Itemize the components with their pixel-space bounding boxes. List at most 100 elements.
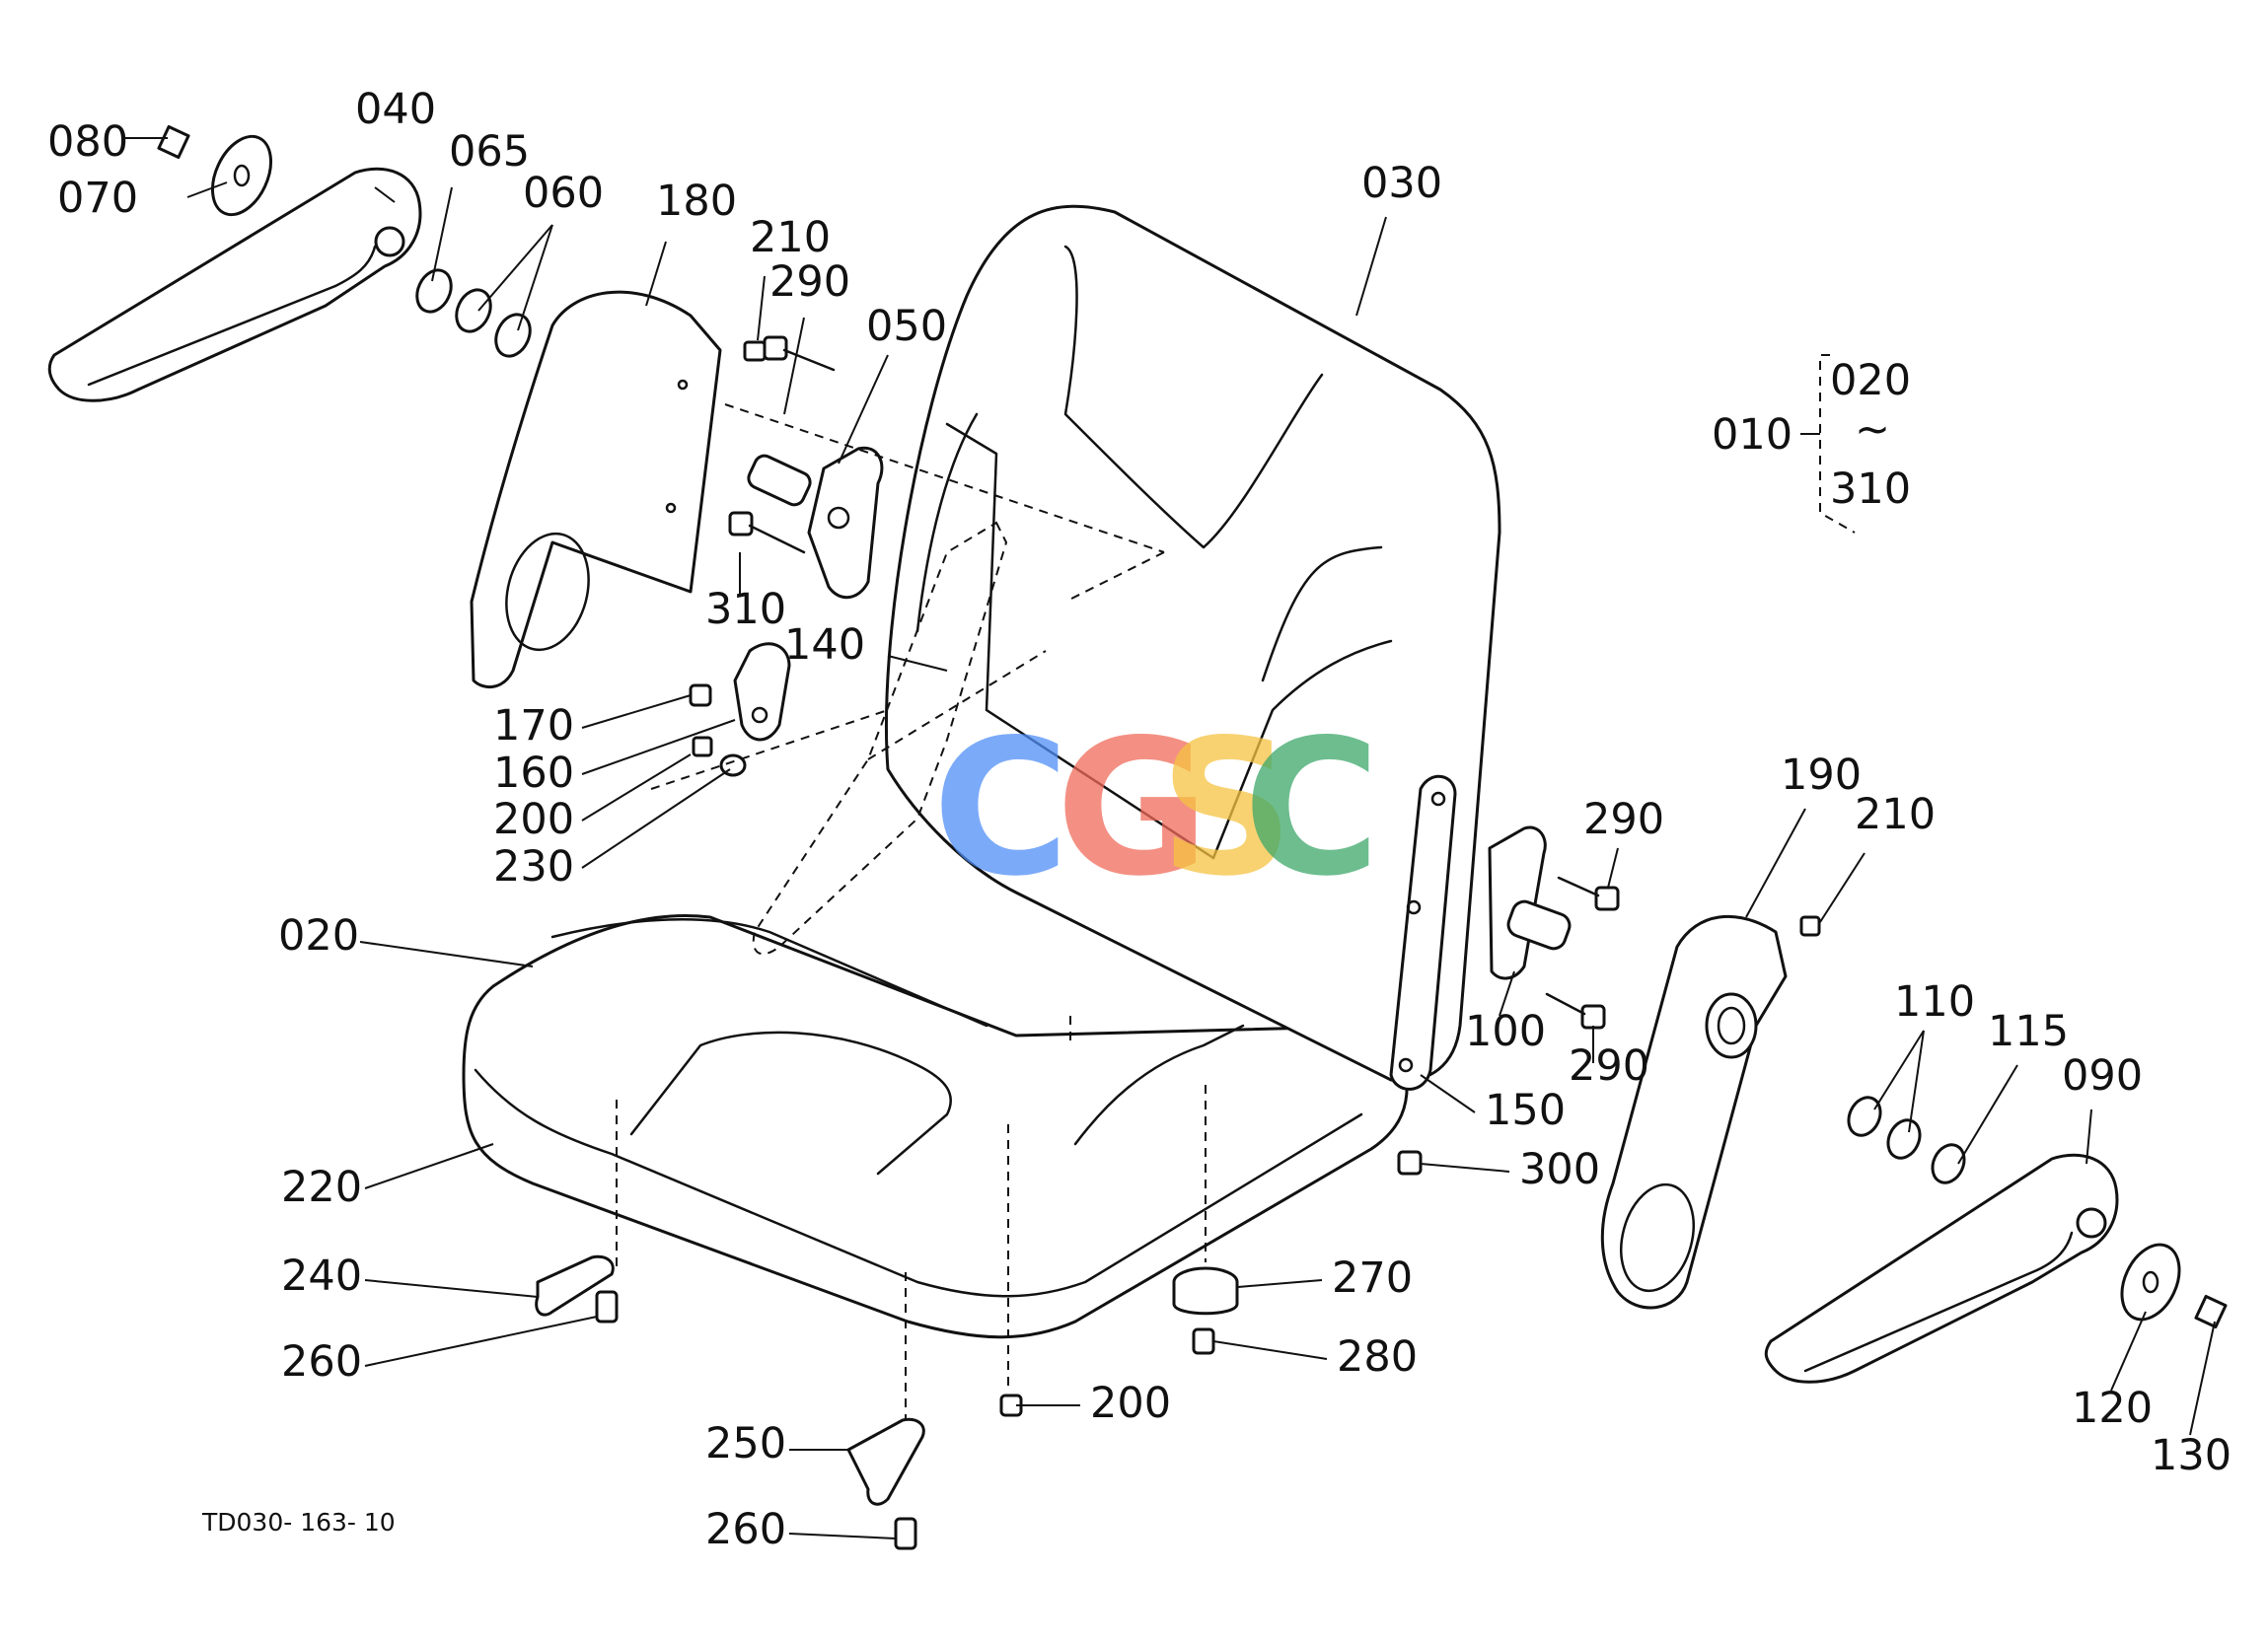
leader-line-115 [1957, 1064, 2018, 1165]
part-label-310: 310 [705, 585, 786, 634]
leader-line-040 [374, 186, 396, 203]
part-label-120: 120 [2072, 1384, 2153, 1433]
seat-back [884, 204, 1501, 1083]
part-label-040: 040 [355, 85, 436, 134]
leader-line-170 [581, 694, 692, 729]
leader-line-120 [2110, 1311, 2147, 1392]
part-label-090: 090 [2062, 1051, 2143, 1101]
part-label-290: 290 [769, 257, 850, 307]
part-label-140: 140 [784, 620, 865, 670]
part-label-170: 170 [493, 701, 574, 751]
part-label-280: 280 [1337, 1332, 1418, 1382]
leader-line-260 [364, 1316, 598, 1367]
leader-line-290 [783, 317, 805, 415]
part-label-210: 210 [750, 213, 831, 262]
leader-line-210 [1819, 852, 1866, 923]
leader-line-090 [2085, 1109, 2092, 1165]
leader-line-065 [431, 186, 453, 282]
leader-line-110 [1873, 1030, 1925, 1110]
leader-line-070 [186, 181, 228, 198]
hidden-lines-back [650, 403, 1165, 790]
leader-line-030 [1355, 216, 1387, 317]
part-label-110: 110 [1894, 977, 1975, 1027]
part-label-210: 210 [1855, 790, 1936, 839]
part-label-190: 190 [1781, 751, 1862, 800]
right-washers [1847, 1096, 1966, 1184]
part-label-220: 220 [281, 1163, 362, 1212]
lever-160 [692, 642, 791, 777]
leader-line-200 [581, 753, 692, 822]
watermark-letter-3: S [1159, 699, 1294, 917]
part-label-200: 200 [1090, 1379, 1171, 1428]
watermark-letter-1: C [932, 699, 1069, 917]
part-label-260: 260 [281, 1337, 362, 1387]
leader-line-130 [2189, 1321, 2216, 1436]
leader-line-260 [788, 1533, 897, 1539]
part-label-180: 180 [656, 177, 737, 226]
part-label-115: 115 [1988, 1007, 2069, 1056]
left-bracket [470, 290, 722, 689]
left-hardware [157, 124, 532, 358]
leader-line-280 [1212, 1340, 1328, 1360]
range-to-label: 310 [1830, 465, 1911, 514]
leader-line-020 [359, 941, 534, 967]
seat-cushion [462, 913, 1409, 1339]
part-label-290: 290 [1569, 1041, 1649, 1091]
leader-line-230 [581, 768, 731, 869]
part-label-300: 300 [1519, 1145, 1600, 1194]
right-armrest [1764, 1153, 2228, 1384]
left-armrest [47, 167, 422, 402]
pivot-plate-right [1488, 825, 1572, 980]
leader-line-240 [364, 1279, 539, 1298]
mount-bracket-250 [846, 1417, 925, 1550]
watermark-letter-4: C [1243, 699, 1380, 917]
leader-line-220 [364, 1143, 494, 1189]
rubber-mount-270 [999, 1266, 1239, 1417]
part-label-030: 030 [1361, 159, 1442, 208]
mount-bracket-240 [535, 1254, 619, 1324]
part-label-060: 060 [523, 169, 604, 218]
right-bolts [1397, 876, 1821, 1176]
part-label-080: 080 [47, 117, 128, 167]
part-label-230: 230 [493, 842, 574, 892]
part-label-240: 240 [281, 1252, 362, 1301]
leader-line-190 [1745, 808, 1806, 918]
part-label-200: 200 [493, 795, 574, 844]
part-label-160: 160 [493, 749, 574, 798]
leader-line-150 [1420, 1074, 1476, 1113]
hidden-lines-base [616, 1016, 1207, 1420]
part-label-100: 100 [1465, 1007, 1546, 1056]
leader-line-100 [1499, 970, 1515, 1017]
left-bolts [689, 335, 836, 707]
leader-line-210 [757, 275, 766, 341]
part-label-065: 065 [449, 127, 530, 177]
leader-line-300 [1420, 1163, 1510, 1173]
leader-line-050 [838, 354, 889, 465]
leader-line-140 [887, 655, 948, 672]
part-label-250: 250 [705, 1419, 786, 1468]
part-label-020: 020 [278, 911, 359, 961]
watermark: C G S C [932, 699, 1380, 917]
part-label-150: 150 [1485, 1086, 1566, 1135]
linkage-140 [752, 521, 1008, 956]
range-parent-label: 010 [1712, 410, 1792, 460]
part-label-290: 290 [1583, 795, 1664, 844]
leader-line-270 [1237, 1279, 1323, 1288]
leader-line-180 [645, 241, 667, 307]
right-bracket [1600, 914, 1788, 1310]
leader-line-110 [1908, 1030, 1925, 1133]
part-label-130: 130 [2151, 1431, 2231, 1480]
right-hinge [1389, 774, 1457, 1091]
range-from-label: 020 [1830, 356, 1911, 405]
watermark-letter-2: G [1056, 699, 1209, 917]
pivot-plate-left [747, 446, 884, 600]
drawing-code: TD030- 163- 10 [201, 1508, 396, 1537]
part-label-260: 260 [705, 1505, 786, 1554]
leader-line-160 [581, 719, 736, 775]
leader-line-060 [517, 224, 553, 331]
part-label-070: 070 [57, 174, 138, 223]
leader-line-060 [477, 224, 553, 312]
